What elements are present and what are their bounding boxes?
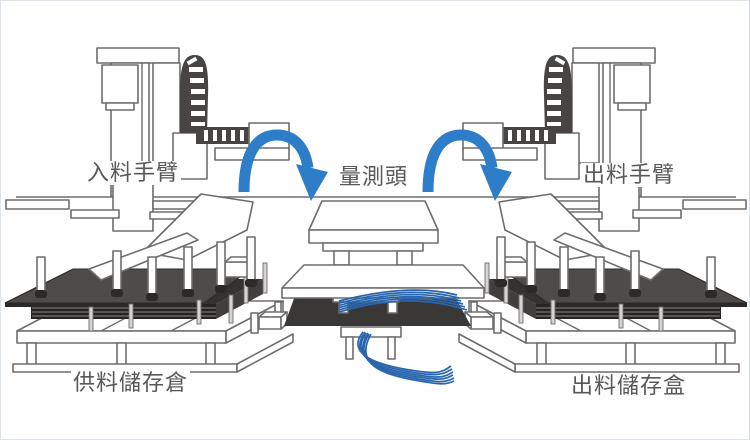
left-rail-clamp: [258, 311, 288, 330]
measuring-head-label: 量測頭: [337, 164, 411, 190]
lower-cable-bundle: [357, 331, 455, 385]
outfeed-arm-label: 出料手臂: [581, 162, 678, 188]
upper-cable-bundle: [338, 289, 468, 313]
measuring-head-assembly: [281, 200, 485, 360]
outfeed-magazine-label: 出料儲存盒: [569, 373, 689, 399]
right-rail-clamp: [464, 311, 494, 330]
infeed-arm-label: 入料手臂: [85, 160, 182, 186]
supply-magazine-label: 供料儲存倉: [71, 370, 191, 396]
